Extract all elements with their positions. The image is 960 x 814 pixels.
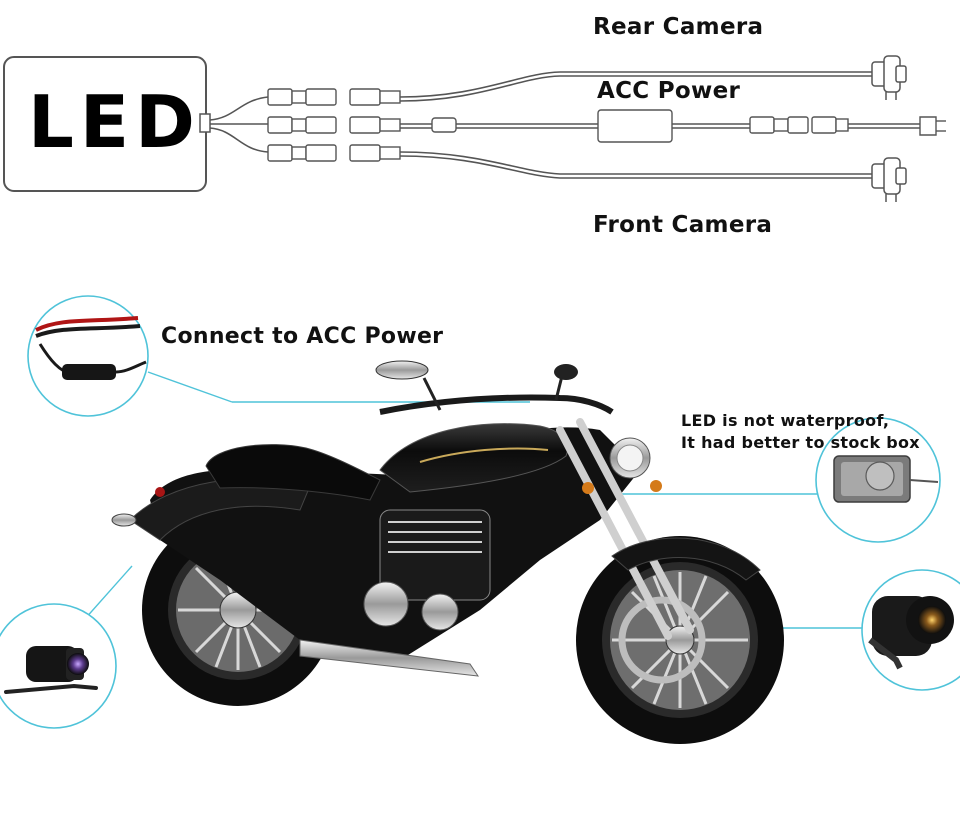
connect-acc-callout-label: Connect to ACC Power xyxy=(161,324,444,349)
front-camera-outline xyxy=(871,157,907,202)
front-wheel xyxy=(576,536,784,744)
engine xyxy=(363,509,491,631)
wire-front-camera-2 xyxy=(399,155,872,179)
rear-peg xyxy=(111,513,137,527)
mirror-left xyxy=(375,360,429,380)
rear-camera-outline xyxy=(871,55,907,100)
wire-rear-camera xyxy=(399,71,872,98)
turn-signal-right xyxy=(650,480,662,492)
motorcycle xyxy=(111,360,784,744)
front-fork xyxy=(556,418,694,640)
wire-top-branch xyxy=(209,96,269,121)
led-unit xyxy=(3,56,211,192)
brake-disc xyxy=(618,596,706,684)
exhaust xyxy=(299,639,480,677)
callout-acc-circle xyxy=(27,295,149,417)
connector-top xyxy=(267,88,401,106)
front-camera-label: Front Camera xyxy=(593,212,773,238)
rear-camera-label: Rear Camera xyxy=(593,14,764,40)
connector-bottom xyxy=(267,144,401,162)
tank-stripe xyxy=(419,447,549,463)
tail-light xyxy=(155,487,165,497)
front-fender xyxy=(611,537,761,581)
led-waterproof-warning-line2: It had better to stock box xyxy=(681,433,920,452)
callout-line-rear-cam xyxy=(83,565,133,621)
led-unit-connector xyxy=(199,113,211,133)
acc-power-module xyxy=(597,109,673,143)
wire-bottom-branch xyxy=(209,127,269,153)
wire-harness xyxy=(209,71,920,179)
acc-fuse-box xyxy=(62,364,116,380)
callout-led-circle xyxy=(815,417,941,543)
mirror-right xyxy=(554,364,578,380)
callout-rear-camera-circle xyxy=(0,603,117,729)
connector-acc-out xyxy=(749,116,849,134)
connector-pairs xyxy=(267,88,946,162)
connector-mid xyxy=(267,116,457,134)
callout-front-camera-circle xyxy=(861,569,960,691)
turn-signal-left xyxy=(582,482,594,494)
handlebar xyxy=(379,394,614,415)
led-unit-label: LED xyxy=(28,80,201,164)
acc-power-label: ACC Power xyxy=(597,78,741,104)
wire-rear-camera-2 xyxy=(399,75,872,102)
seat xyxy=(205,444,381,501)
wire-front-camera xyxy=(399,151,872,175)
acc-plug xyxy=(919,116,937,136)
callout-line-acc xyxy=(147,371,233,403)
led-waterproof-warning-line1: LED is not waterproof, xyxy=(681,411,890,430)
